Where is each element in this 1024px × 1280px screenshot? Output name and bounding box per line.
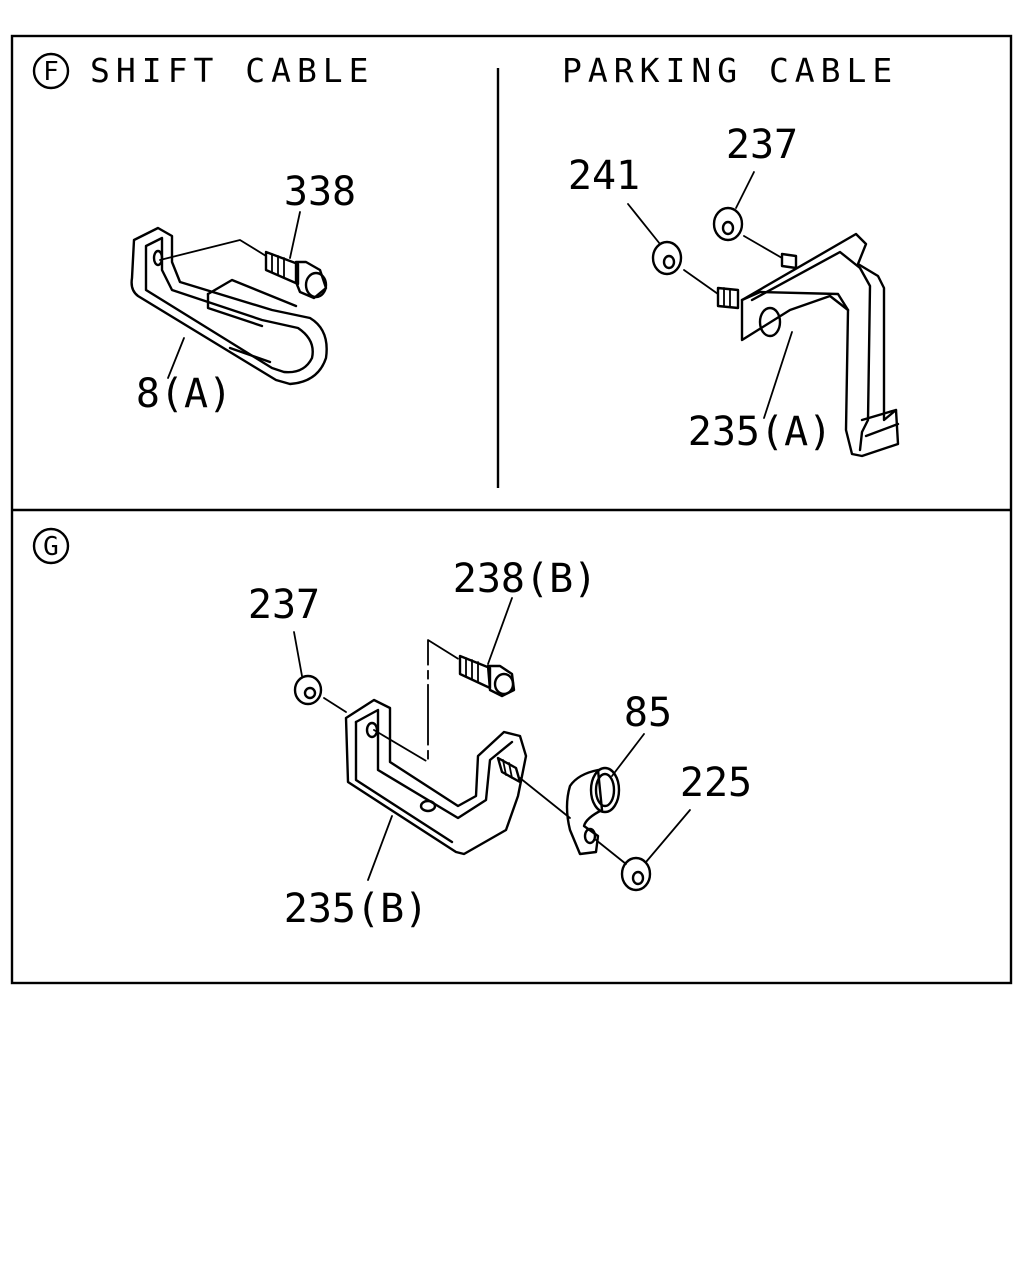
leader-225 xyxy=(645,809,691,863)
parking-cable-bracket xyxy=(740,232,900,458)
panel-g-bolt-238b xyxy=(373,639,516,763)
panel-g-circle xyxy=(32,527,70,565)
shift-cable-bolt xyxy=(264,250,328,300)
panel-parking-title: PARKING CABLE xyxy=(562,51,898,90)
leader-85 xyxy=(611,733,645,777)
leader-8a xyxy=(167,337,185,379)
panel-parking-cable: PARKING CABLE 237 xyxy=(562,51,900,458)
panel-f-circle xyxy=(32,52,70,90)
panel-g-nut-225 xyxy=(620,856,652,892)
parking-nut-237 xyxy=(712,206,744,242)
parking-studs xyxy=(683,235,798,310)
panel-f-letter: F xyxy=(43,57,59,87)
label-8a: 8(A) xyxy=(136,371,232,417)
label-225: 225 xyxy=(680,760,752,806)
leader-237-g xyxy=(293,631,303,677)
panel-g-nut-237 xyxy=(293,674,347,713)
parking-nut-241 xyxy=(651,240,683,276)
panel-g: G xyxy=(32,527,752,932)
leader-235a xyxy=(763,331,793,419)
leader-241 xyxy=(627,203,661,245)
panel-f-shift-cable: F SHIFT CABLE 338 8(A) xyxy=(32,51,375,417)
leader-338 xyxy=(289,211,301,259)
label-238b: 238(B) xyxy=(453,556,598,602)
panel-f-title: SHIFT CABLE xyxy=(90,51,375,90)
label-237-g: 237 xyxy=(248,582,320,628)
label-235a: 235(A) xyxy=(688,409,833,455)
panel-g-clip-85 xyxy=(496,756,627,865)
panel-g-letter: G xyxy=(43,532,59,562)
leader-237-top xyxy=(735,171,755,209)
panel-g-bracket xyxy=(344,698,528,856)
label-85: 85 xyxy=(624,690,672,736)
label-235b: 235(B) xyxy=(284,886,429,932)
shift-cable-bolt-axis xyxy=(159,239,267,261)
label-237-top: 237 xyxy=(726,122,798,168)
leader-235b xyxy=(367,815,393,881)
leader-238b xyxy=(487,597,513,665)
shift-cable-bracket xyxy=(130,226,328,386)
label-241: 241 xyxy=(568,153,640,199)
label-338: 338 xyxy=(284,169,356,215)
